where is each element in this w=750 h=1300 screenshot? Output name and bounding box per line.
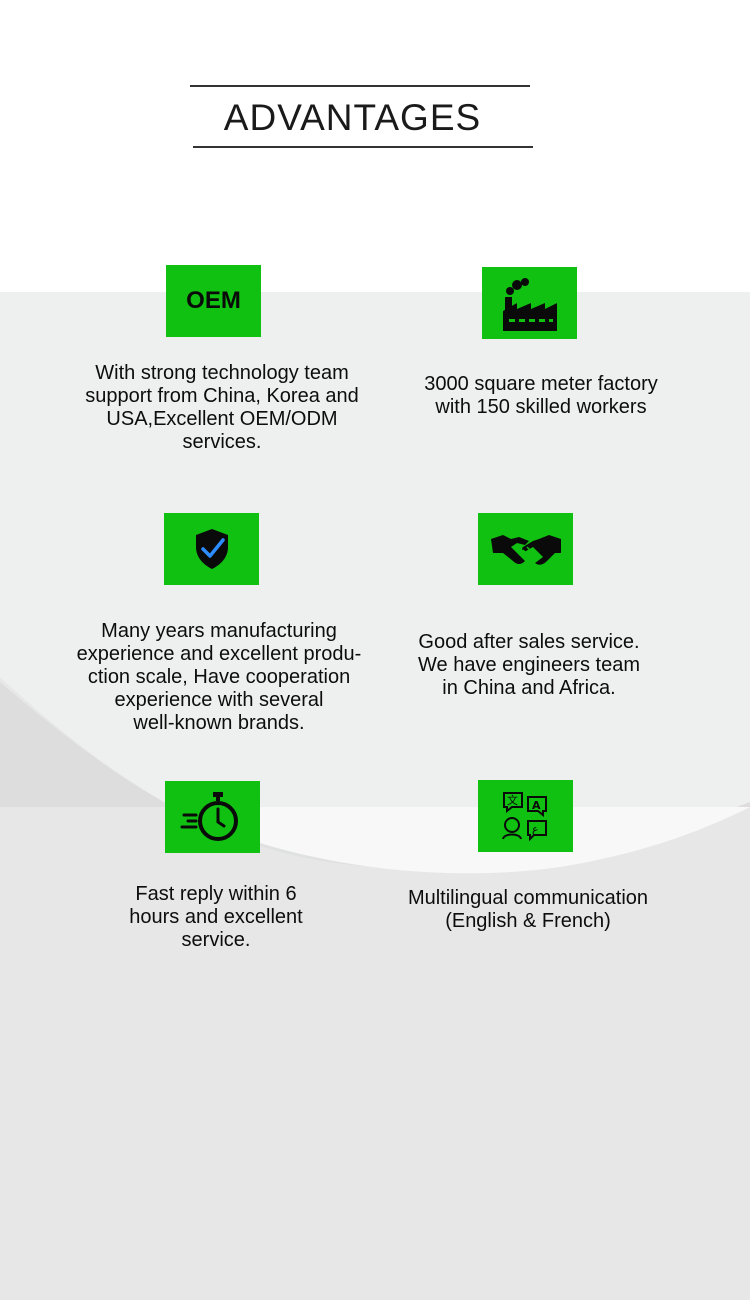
title-rule-top bbox=[190, 85, 530, 87]
stopwatch-icon bbox=[165, 781, 260, 853]
svg-text:ع: ع bbox=[532, 823, 539, 836]
handshake-icon bbox=[478, 513, 573, 585]
oem-icon: OEM bbox=[166, 265, 261, 337]
feature-text-experience: Many years manufacturing experience and … bbox=[76, 620, 362, 734]
translate-icon: 文 A ع bbox=[478, 780, 573, 852]
page-title: ADVANTAGES bbox=[223, 97, 482, 138]
title-rule-bottom bbox=[193, 146, 533, 148]
title-section: ADVANTAGES bbox=[0, 0, 750, 160]
svg-text:A: A bbox=[532, 799, 541, 812]
factory-icon bbox=[482, 267, 577, 339]
feature-text-fast-reply: Fast reply within 6 hours and excellent … bbox=[129, 883, 303, 951]
shield-check-icon bbox=[164, 513, 259, 585]
feature-text-oem: With strong technology team support from… bbox=[85, 362, 359, 453]
feature-text-factory: 3000 square meter factory with 150 skill… bbox=[424, 373, 658, 418]
svg-text:文: 文 bbox=[507, 793, 518, 807]
feature-text-multilingual: Multilingual communication (English & Fr… bbox=[407, 887, 649, 932]
feature-text-after-sales: Good after sales service. We have engine… bbox=[418, 631, 640, 699]
oem-icon-label: OEM bbox=[186, 287, 241, 314]
